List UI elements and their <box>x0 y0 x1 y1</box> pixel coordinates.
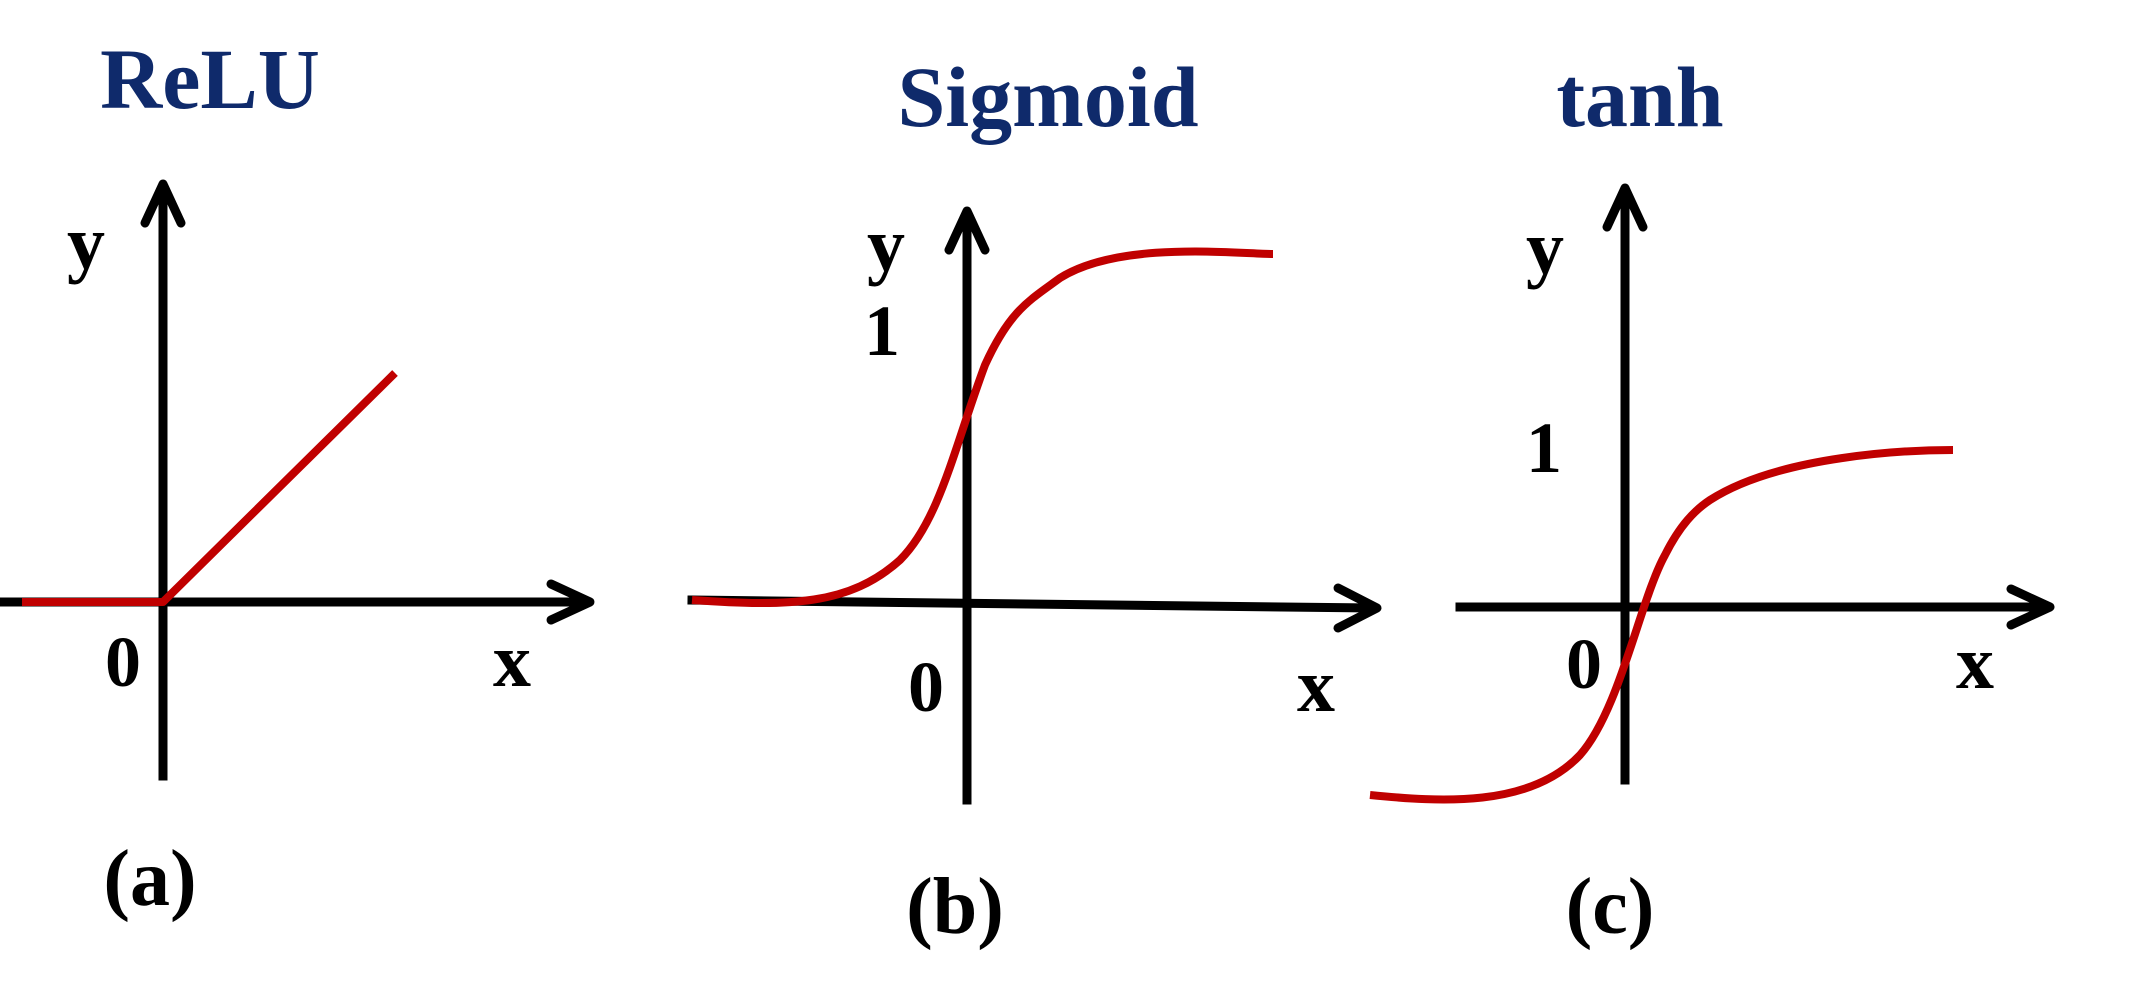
y-axis-arrow-sigmoid <box>944 206 990 255</box>
sigmoid-curve <box>691 247 1274 608</box>
y-axis-label-sigmoid: y <box>867 203 905 287</box>
x-axis-label-sigmoid: x <box>1297 644 1335 728</box>
tanh-curve <box>1369 446 1954 804</box>
panel-sigmoid: Sigmoid y 1 0 x (b) <box>687 49 1382 951</box>
y-axis-label-relu: y <box>67 201 105 285</box>
caption-relu: (a) <box>103 835 196 923</box>
x-axis-label-relu: x <box>493 619 531 703</box>
panel-title-relu: ReLU <box>100 31 320 127</box>
origin-label-sigmoid: 0 <box>908 647 944 727</box>
panel-relu: ReLU y 0 x (a) <box>0 31 595 923</box>
x-axis-arrow-tanh <box>2006 584 2055 630</box>
one-label-tanh: 1 <box>1526 408 1562 488</box>
caption-sigmoid: (b) <box>906 863 1004 951</box>
origin-label-tanh: 0 <box>1566 624 1602 704</box>
y-axis-arrow-tanh <box>1602 183 1648 232</box>
origin-label-relu: 0 <box>105 622 141 702</box>
relu-curve <box>22 370 398 606</box>
panel-title-sigmoid: Sigmoid <box>897 49 1198 145</box>
y-axis-label-tanh: y <box>1526 206 1564 290</box>
panel-tanh: tanh y 1 0 x (c) <box>1369 49 2055 951</box>
panel-title-tanh: tanh <box>1556 49 1723 145</box>
y-axis-arrow-relu <box>140 179 186 228</box>
x-axis-arrow-relu <box>546 579 595 625</box>
one-label-sigmoid: 1 <box>864 291 900 371</box>
x-axis-arrow-sigmoid <box>1333 583 1382 633</box>
x-axis-label-tanh: x <box>1956 621 1994 705</box>
caption-tanh: (c) <box>1566 863 1655 951</box>
